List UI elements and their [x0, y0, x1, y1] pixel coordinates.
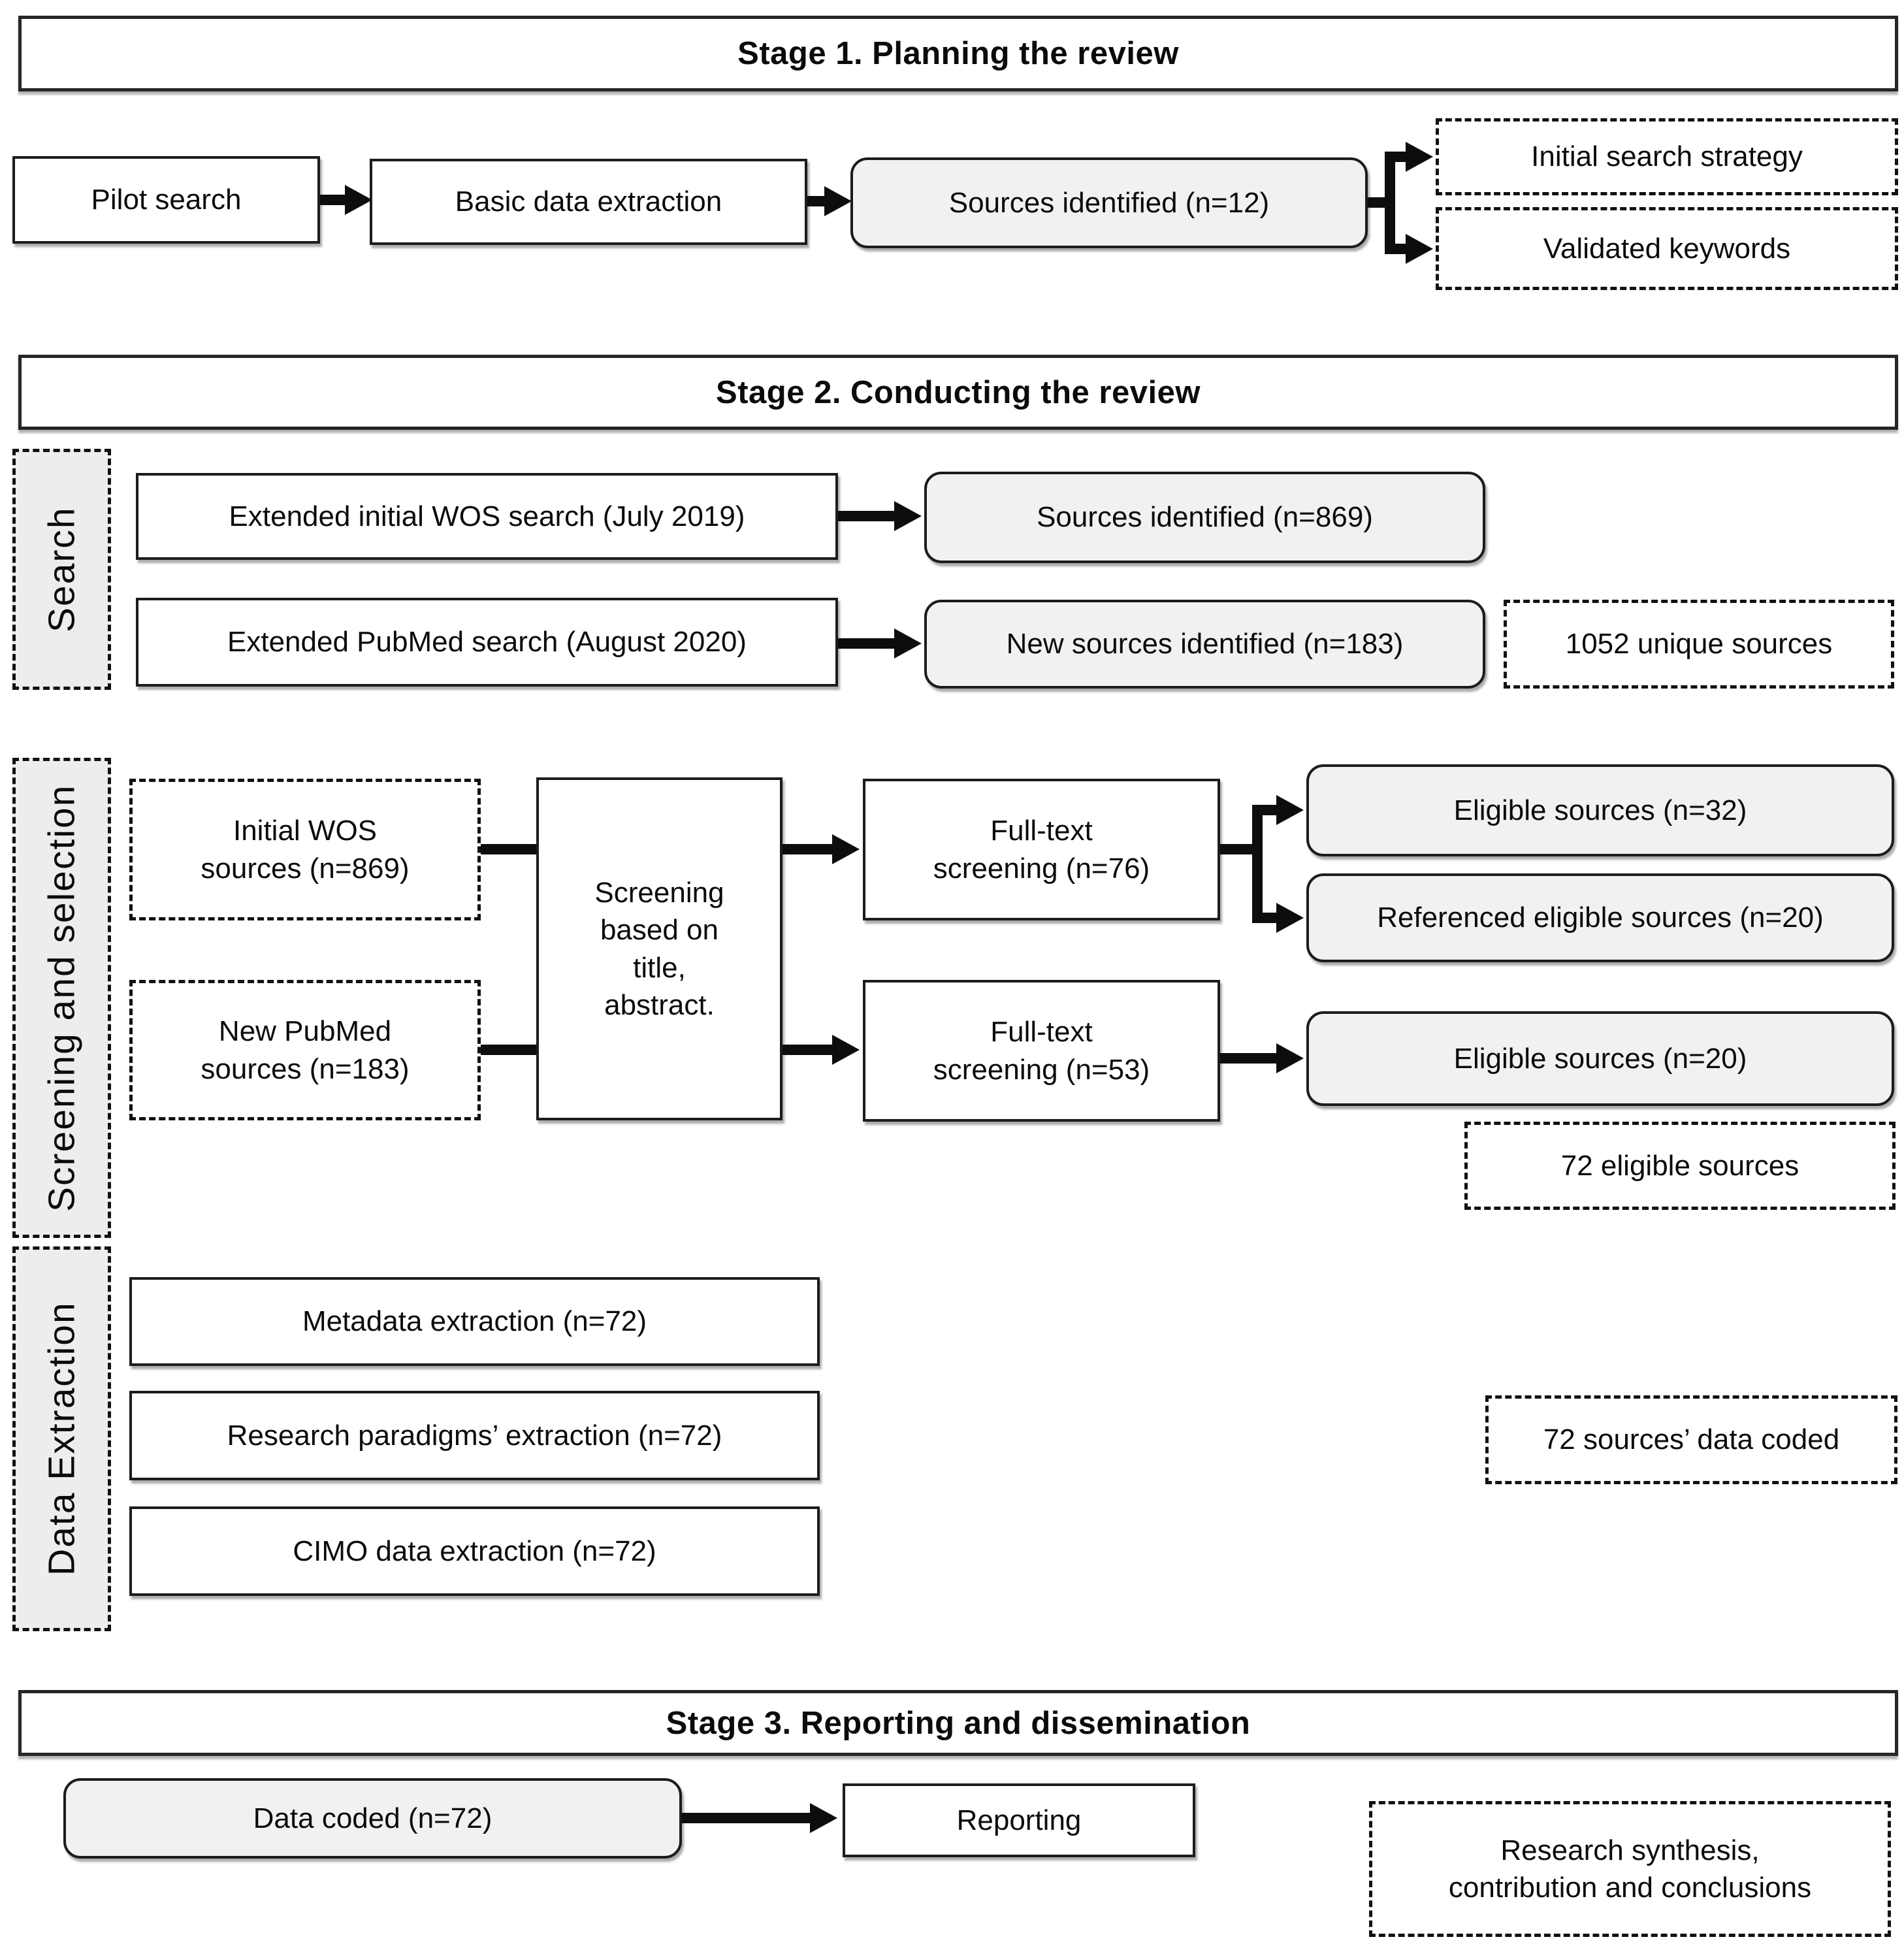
stage1-banner: Stage 1. Planning the review — [18, 16, 1898, 91]
data-coded-note-box: 72 sources’ data coded — [1485, 1395, 1897, 1484]
arrow-screen-to-ft76-line — [783, 844, 835, 854]
arrow-to-eligible32-head — [1276, 795, 1304, 825]
line-wos-to-screening — [481, 844, 536, 854]
arrow-to-keywords-line — [1390, 244, 1407, 254]
arrow-coded-to-reporting-line — [682, 1813, 813, 1823]
bracket2-stub — [1220, 844, 1257, 854]
line-pubmed-to-screening — [481, 1045, 536, 1055]
cimo-extraction-box: CIMO data extraction (n=72) — [129, 1506, 820, 1596]
unique-sources-note-box: 1052 unique sources — [1504, 600, 1894, 689]
arrow-to-keywords-head — [1406, 234, 1433, 264]
screening-group-label: Screening and selection — [12, 758, 111, 1238]
arrow-pilot-to-basic-line — [320, 195, 347, 205]
arrow-basic-to-sources-head — [824, 186, 852, 216]
bracket2-vertical — [1252, 805, 1263, 923]
arrow-basic-to-sources-line — [807, 196, 828, 206]
stage3-banner: Stage 3. Reporting and dissemination — [18, 1690, 1898, 1756]
research-synthesis-box: Research synthesis, contribution and con… — [1369, 1801, 1891, 1937]
sources-identified-869-box: Sources identified (n=869) — [924, 472, 1485, 563]
initial-strategy-box: Initial search strategy — [1436, 118, 1898, 195]
arrow-wos-to-869-head — [894, 501, 922, 531]
new-pubmed-sources-box: New PubMed sources (n=183) — [129, 980, 481, 1120]
initial-wos-sources-box: Initial WOS sources (n=869) — [129, 779, 481, 920]
search-group-label: Search — [12, 449, 111, 690]
extraction-group-label: Data Extraction — [12, 1246, 111, 1631]
arrow-to-referenced20-line — [1257, 913, 1278, 923]
arrow-coded-to-reporting-head — [810, 1803, 837, 1833]
metadata-extraction-box: Metadata extraction (n=72) — [129, 1277, 820, 1366]
bracket1-stub — [1368, 197, 1390, 208]
arrow-pubmed-to-183-head — [894, 628, 922, 658]
stage2-banner: Stage 2. Conducting the review — [18, 355, 1898, 430]
paradigms-extraction-box: Research paradigms’ extraction (n=72) — [129, 1391, 820, 1480]
arrow-to-eligible32-line — [1257, 805, 1278, 815]
fulltext-screening-76-box: Full-text screening (n=76) — [863, 779, 1220, 920]
reporting-box: Reporting — [843, 1783, 1195, 1857]
arrow-pilot-to-basic-head — [345, 185, 372, 215]
arrow-pubmed-to-183-line — [838, 638, 897, 649]
arrow-screen-to-ft53-line — [783, 1045, 835, 1055]
wos-search-box: Extended initial WOS search (July 2019) — [136, 473, 838, 560]
screening-step-box: Screening based on title, abstract. — [536, 777, 783, 1120]
arrow-screen-to-ft76-head — [832, 834, 860, 864]
referenced-eligible-20-box: Referenced eligible sources (n=20) — [1306, 873, 1894, 962]
sources-identified-12-box: Sources identified (n=12) — [850, 157, 1368, 248]
arrow-to-strategy-line — [1390, 152, 1407, 162]
bracket1-vertical — [1385, 152, 1395, 254]
arrow-wos-to-869-line — [838, 511, 897, 521]
arrow-ft53-to-eligible20-head — [1276, 1043, 1304, 1073]
pilot-search-box: Pilot search — [12, 156, 320, 244]
arrow-to-referenced20-head — [1276, 903, 1304, 933]
arrow-ft53-to-eligible20-line — [1220, 1053, 1279, 1064]
data-coded-box: Data coded (n=72) — [63, 1778, 682, 1859]
new-sources-183-box: New sources identified (n=183) — [924, 600, 1485, 689]
pubmed-search-box: Extended PubMed search (August 2020) — [136, 598, 838, 687]
fulltext-screening-53-box: Full-text screening (n=53) — [863, 980, 1220, 1122]
validated-keywords-box: Validated keywords — [1436, 207, 1898, 290]
arrow-to-strategy-head — [1406, 142, 1433, 172]
eligible-total-note-box: 72 eligible sources — [1464, 1122, 1896, 1210]
eligible-sources-20-box: Eligible sources (n=20) — [1306, 1011, 1894, 1106]
arrow-screen-to-ft53-head — [832, 1035, 860, 1065]
eligible-sources-32-box: Eligible sources (n=32) — [1306, 764, 1894, 856]
basic-extraction-box: Basic data extraction — [370, 159, 807, 245]
